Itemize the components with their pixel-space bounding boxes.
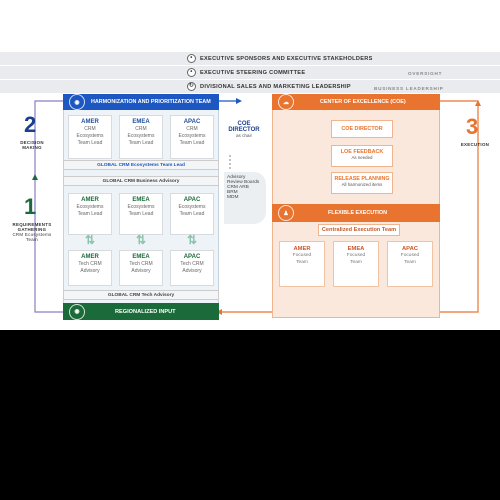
step-3-number: 3 [466, 114, 479, 139]
harmonize-arrow-head [236, 98, 242, 104]
regionalized-title: REGIONALIZED INPUT [115, 308, 176, 315]
coe-director-side-sub: as chair [235, 133, 253, 138]
updown-arrow-icon: ⇅ [84, 233, 96, 247]
people-icon: • [187, 54, 196, 63]
right-loop-line [440, 100, 479, 313]
business-leadership-tag: BUSINESS LEADERSHIP [374, 86, 444, 91]
flex-card-amer: AMER Focused Team [279, 241, 325, 287]
loe-feedback-box: LOE FEEDBACK As needed [331, 145, 393, 167]
right-arrow-head [475, 100, 481, 106]
harmonization-card-amer: AMER CRM Ecosystems Team Lead [68, 115, 112, 159]
step-1-number: 1 [24, 194, 37, 219]
group-icon: • [187, 68, 196, 77]
updown-arrow-icon: ⇅ [186, 233, 198, 247]
updown-arrow-icon: ⇅ [135, 233, 147, 247]
coe-header: ☁ CENTER OF EXCELLENCE (COE) [272, 94, 440, 110]
business-card-amer: AMER Ecosystems Team Lead [68, 193, 112, 235]
coe-director-side: COE DIRECTOR as chair [222, 121, 266, 138]
flexible-execution-header: ♟ FLEXIBLE EXECUTION [272, 204, 440, 222]
tech-card-emea: EMEA Tech CRM Advisory [119, 250, 163, 286]
coe-director-box: COE DIRECTOR [331, 120, 393, 138]
centralized-team-box: Centralized Execution Team [318, 224, 400, 236]
regionalized-input-header: ◉ REGIONALIZED INPUT [63, 303, 219, 320]
cloud-icon: ☁ [278, 94, 294, 110]
band-executive-sponsors: • EXECUTIVE SPONSORS AND EXECUTIVE STAKE… [0, 52, 500, 65]
business-card-emea: EMEA Ecosystems Team Lead [119, 193, 163, 235]
left-arrow-head-mid [32, 174, 38, 180]
review-boards-box: Advisory Review Boards CRM ARB BRM MDM [224, 172, 266, 224]
global-business-advisory-bar: GLOBAL CRM Business Advisory [63, 176, 219, 186]
coe-title: CENTER OF EXCELLENCE (COE) [320, 99, 406, 105]
harmonization-header: ◉ HARMONIZATION AND PRIORITIZATION TEAM [63, 94, 219, 110]
global-tech-advisory-bar: GLOBAL CRM Tech Advisory [63, 290, 219, 300]
globe-icon: ◉ [69, 94, 85, 110]
left-loop-line [34, 100, 63, 313]
harmonization-card-apac: APAC CRM Ecosystems Team Lead [170, 115, 214, 159]
band-label: EXECUTIVE SPONSORS AND EXECUTIVE STAKEHO… [200, 55, 373, 62]
region-arrow-head [216, 309, 222, 315]
step-3-label: EXECUTION [460, 142, 490, 147]
globe-icon: ◉ [69, 303, 85, 320]
band-label: EXECUTIVE STEERING COMMITTEE [200, 69, 306, 76]
flex-card-apac: APAC Focused Team [387, 241, 433, 287]
oversight-tag: OVERSIGHT [408, 71, 443, 76]
tech-card-amer: AMER Tech CRM Advisory [68, 250, 112, 286]
tech-card-apac: APAC Tech CRM Advisory [170, 250, 214, 286]
coe-director-side-title: COE DIRECTOR [228, 121, 260, 133]
band-steering-committee: • EXECUTIVE STEERING COMMITTEE [0, 66, 500, 79]
flex-card-emea: EMEA Focused Team [333, 241, 379, 287]
global-lead-bar: GLOBAL CRM Ecosystems Team Lead [63, 160, 219, 170]
harmonization-card-emea: EMEA CRM Ecosystems Team Lead [119, 115, 163, 159]
team-icon: ♟ [278, 205, 294, 221]
release-planning-box: RELEASE PLANNING All harmonized items [331, 172, 393, 194]
step-2-number: 2 [24, 112, 37, 137]
harmonization-title: HARMONIZATION AND PRIORITIZATION TEAM [91, 99, 211, 105]
flexible-execution-title: FLEXIBLE EXECUTION [328, 210, 388, 216]
business-card-apac: APAC Ecosystems Team Lead [170, 193, 214, 235]
step-1-label: REQUIREMENTS GATHERING CRM Ecosystems Te… [12, 222, 52, 242]
band-label: DIVISIONAL SALES AND MARKETING LEADERSHI… [200, 83, 351, 90]
band-divisional-leadership: ↻ DIVISIONAL SALES AND MARKETING LEADERS… [0, 80, 500, 93]
sync-icon: ↻ [187, 82, 196, 91]
